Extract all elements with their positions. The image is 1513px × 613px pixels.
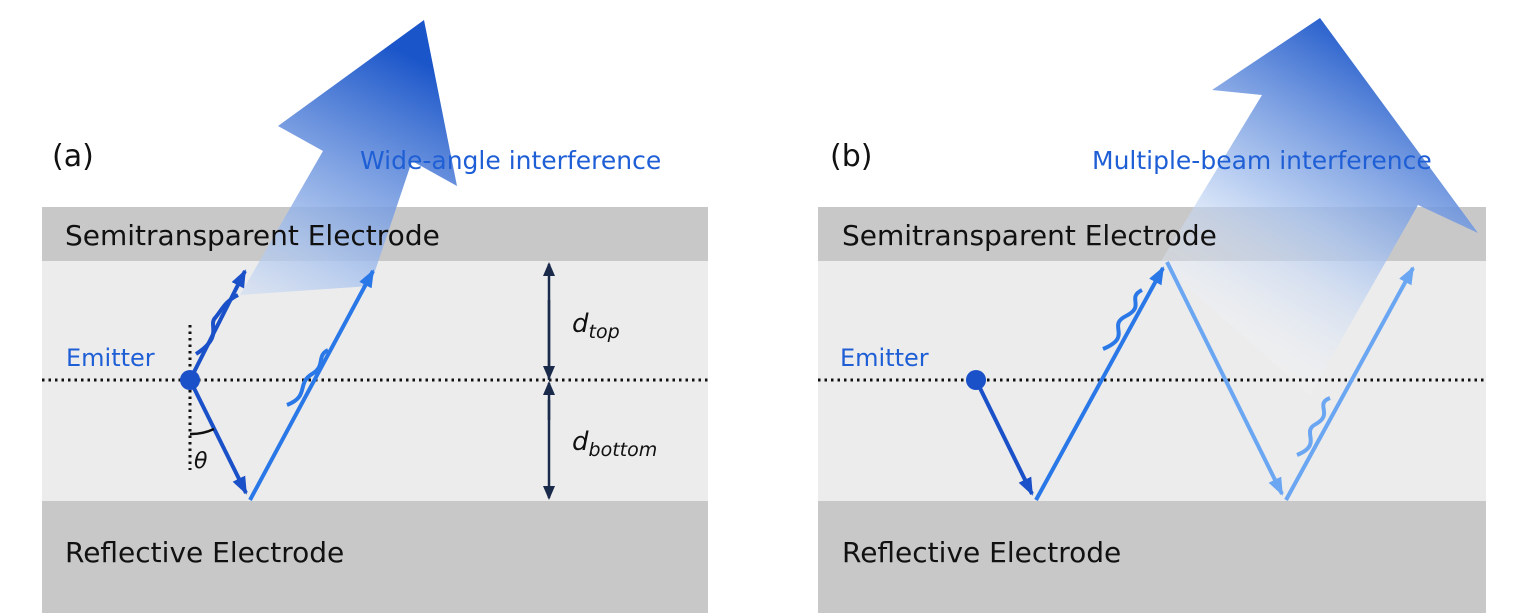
bottom-layer-label: Reflective Electrode — [65, 536, 344, 569]
multiple-beam-output-arrow — [1160, 18, 1478, 395]
angle-label: θ — [194, 449, 208, 474]
emitter-dot — [966, 370, 986, 390]
first-reflected-ray — [1034, 266, 1165, 501]
bottom-layer-label: Reflective Electrode — [842, 536, 1121, 569]
panel-title: Multiple-beam interference — [1092, 146, 1432, 175]
angle-arc — [189, 427, 215, 436]
downward-ray — [974, 379, 1034, 496]
d-top-label: dtop — [572, 309, 620, 343]
wave-icon — [1102, 288, 1144, 351]
wave-icon — [1296, 396, 1331, 457]
panel-label: (b) — [830, 139, 872, 174]
panel-a: (a) Wide-angle interference Semitranspar… — [42, 20, 708, 613]
downward-ray — [188, 379, 248, 495]
emitter-label: Emitter — [840, 344, 929, 372]
panel-title: Wide-angle interference — [360, 146, 661, 175]
second-reflected-ray — [1284, 266, 1415, 501]
direct-ray — [188, 269, 247, 381]
wave-icon — [194, 293, 239, 356]
panel-label: (a) — [52, 139, 94, 174]
reflective-electrode-layer — [42, 501, 708, 613]
top-layer-label: Semitransparent Electrode — [65, 219, 440, 252]
emitter-dot — [180, 370, 200, 390]
internal-reflected-ray — [1165, 261, 1284, 496]
panel-b: (b) Multiple-beam interference Semitrans… — [818, 18, 1486, 613]
d-bottom-label: dbottom — [572, 427, 657, 461]
wave-icon — [286, 348, 330, 407]
reflective-electrode-layer — [818, 501, 1486, 613]
top-layer-label: Semitransparent Electrode — [842, 219, 1217, 252]
emitter-label: Emitter — [66, 344, 155, 372]
reflected-ray — [248, 269, 375, 501]
wide-angle-output-arrow — [240, 20, 457, 295]
